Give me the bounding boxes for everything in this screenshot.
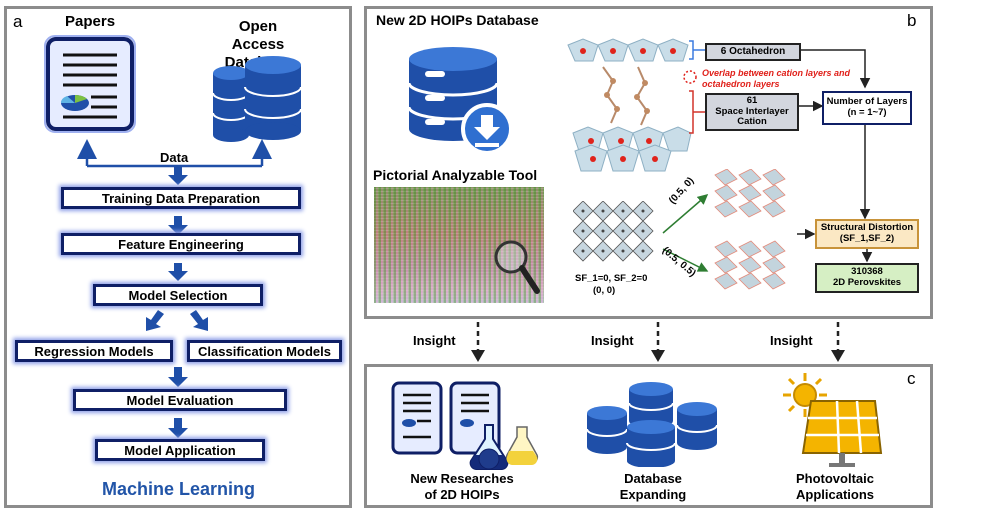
training-data-preparation-box: Training Data Preparation [61, 187, 301, 209]
distorted-octahedra-structures [714, 169, 786, 290]
panel-a: a Papers Open Access Database [4, 6, 352, 508]
regression-models-box: Regression Models [15, 340, 173, 362]
pictorial-tool-label: Pictorial Analyzable Tool [373, 167, 538, 183]
photovoltaic-line2: Applications [795, 486, 874, 502]
octahedron-box: 6 Octahedron [705, 43, 801, 61]
model-evaluation-label: Model Evaluation [126, 392, 234, 408]
interlayer-cation-box: 61 Space Interlayer Cation [705, 93, 799, 131]
panel-a-tag: a [13, 12, 23, 31]
feature-engineering-label: Feature Engineering [118, 236, 244, 252]
flat-octahedra-grid [573, 201, 654, 262]
result-perovskites-count: 310368 [851, 266, 883, 278]
new-researches-line2: of 2D HOIPs [424, 486, 500, 502]
structural-distortion-params: (SF_1,SF_2) [839, 233, 895, 244]
insight-label-3: Insight [770, 333, 813, 348]
insight-label-1: Insight [413, 333, 456, 348]
training-data-preparation-label: Training Data Preparation [101, 190, 261, 206]
paper-document-icon [44, 35, 136, 133]
regression-models-label: Regression Models [34, 343, 154, 359]
solar-panel-sun-icon [783, 373, 883, 467]
classification-models-box: Classification Models [187, 340, 342, 362]
panel-b-connectors [662, 40, 873, 272]
sf-zero-label: SF_1=0, SF_2=0 [575, 273, 648, 284]
model-evaluation-box: Model Evaluation [73, 389, 287, 411]
insight-label-2: Insight [591, 333, 634, 348]
database-expanding-label: Database Expanding [593, 471, 713, 502]
pictorial-heatmap [374, 187, 544, 303]
database-cluster-icon [586, 382, 718, 467]
new-researches-line1: New Researches [410, 471, 514, 486]
database-expanding-line1: Database [624, 471, 682, 486]
feature-engineering-box: Feature Engineering [61, 233, 301, 255]
magnifier-icon [494, 240, 540, 294]
panel-c-tag: c [907, 369, 916, 388]
sf-zero-coords: (0, 0) [593, 285, 616, 296]
database-icon [212, 56, 302, 142]
classification-models-label: Classification Models [198, 343, 331, 359]
structural-distortion-box: Structural Distortion (SF_1,SF_2) [815, 219, 919, 249]
number-of-layers-box: Number of Layers (n = 1~7) [822, 91, 912, 125]
model-selection-box: Model Selection [93, 284, 263, 306]
database-download-icon [407, 47, 513, 155]
result-perovskites-label: 2D Perovskites [832, 277, 902, 288]
model-selection-label: Model Selection [128, 287, 228, 303]
number-of-layers-title: Number of Layers [826, 96, 908, 108]
panel-b-title: New 2D HOIPs Database [376, 12, 539, 28]
structural-distortion-title: Structural Distortion [820, 222, 914, 234]
panel-c: c New Researches of 2D HOIPs Database Ex… [364, 364, 933, 508]
panel-a-arrows [77, 139, 272, 438]
data-label: Data [160, 150, 189, 165]
interlayer-cation-count: 61 [746, 94, 758, 106]
result-perovskites-box: 310368 2D Perovskites [815, 263, 919, 293]
machine-learning-title: Machine Learning [102, 479, 256, 499]
insight-arrows [471, 322, 845, 362]
overlap-note: Overlap between cation layers and octahe… [702, 68, 851, 89]
database-expanding-line2: Expanding [619, 486, 687, 502]
photovoltaic-label: Photovoltaic Applications [771, 471, 899, 502]
panel-b-tag: b [907, 11, 917, 30]
research-documents-icon [391, 381, 539, 470]
octahedron-box-label: 6 Octahedron [720, 46, 786, 58]
interlayer-cation-label: Space Interlayer Cation [715, 105, 789, 128]
number-of-layers-range: (n = 1~7) [847, 107, 887, 118]
photovoltaic-line1: Photovoltaic [795, 471, 874, 486]
panel-b: New 2D HOIPs Database b Pictorial Analyz… [364, 6, 933, 319]
papers-label: Papers [65, 13, 116, 30]
layered-crystal-structure [567, 38, 692, 172]
model-application-label: Model Application [124, 442, 236, 458]
new-researches-label: New Researches of 2D HOIPs [397, 471, 527, 502]
model-application-box: Model Application [95, 439, 265, 461]
